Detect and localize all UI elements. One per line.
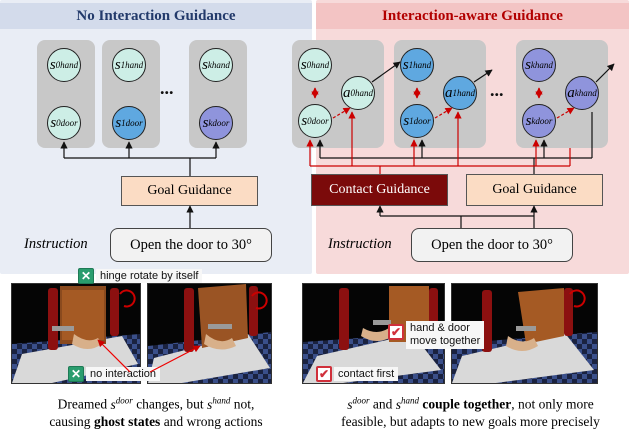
left-caption: Dreamed sdoor changes, but shand not, ca… (0, 392, 312, 430)
left-instruction-box: Open the door to 30° (110, 228, 272, 262)
right-note-move-together: hand & door move together (406, 321, 485, 349)
left-check-bottom: ✕ (68, 366, 84, 382)
right-check-top: ✔ (388, 324, 404, 340)
right-check-bottom: ✔ (316, 366, 332, 382)
right-contact-arrows (306, 87, 575, 174)
right-ellipsis: ... (490, 80, 504, 100)
right-caption: sdoor and shand couple together, not onl… (312, 392, 629, 430)
left-note-hinge: hinge rotate by itself (96, 269, 203, 283)
contact-guidance: Contact Guidance (311, 174, 448, 206)
right-caption-line-1: sdoor and shand couple together, not onl… (347, 395, 594, 412)
transition-arrows (371, 61, 615, 83)
left-check-top: ✕ (78, 268, 94, 284)
right-note-line-2: move together (410, 335, 481, 347)
left-panel-title: No Interaction Guidance (0, 3, 312, 29)
left-photo-2 (147, 283, 272, 384)
right-instruction-box: Open the door to 30° (411, 228, 573, 262)
left-caption-line-2: causing ghost states and wrong actions (49, 413, 263, 429)
right-note-line-1: hand & door (410, 322, 470, 334)
right-goal-arrows (316, 112, 593, 228)
left-ellipsis: ... (160, 78, 174, 98)
left-goal-guidance: Goal Guidance (121, 176, 258, 206)
right-note-contact-first: contact first (334, 367, 399, 381)
left-note-no-interaction: no interaction (86, 367, 161, 381)
left-caption-line-1: Dreamed sdoor changes, but shand not, (57, 395, 255, 412)
right-instruction-label: Instruction (328, 236, 392, 252)
left-goal-arrows (60, 141, 220, 228)
left-instruction-label: Instruction (24, 236, 88, 252)
right-caption-line-2: feasible, but adapts to new goals more p… (341, 413, 600, 429)
right-panel-title: Interaction-aware Guidance (316, 3, 629, 29)
right-goal-guidance: Goal Guidance (466, 174, 603, 206)
